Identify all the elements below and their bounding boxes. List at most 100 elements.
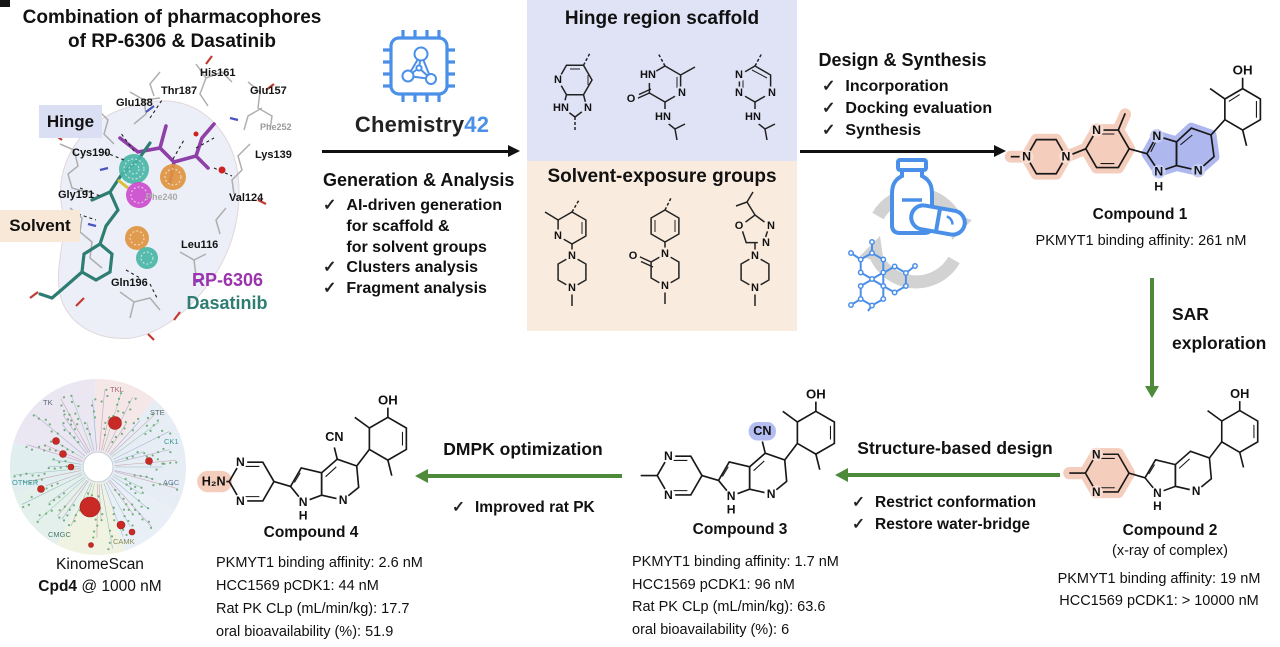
- ligand-rp6306-sticks: [118, 122, 216, 184]
- kinomescan-label: KinomeScan: [56, 556, 144, 573]
- atom-label: N: [661, 248, 669, 260]
- check-icon: ✓: [323, 197, 337, 214]
- residue-sticks: [59, 63, 273, 319]
- residue-label: Lys139: [255, 149, 292, 161]
- atom-label: N: [1092, 485, 1101, 499]
- atom-label: N: [1092, 123, 1101, 137]
- check-icon: ✓: [852, 494, 865, 511]
- atom-label: N: [762, 237, 770, 249]
- dmpk-arrow: [415, 468, 622, 483]
- compound4-structure: H₂N N N N H N CN OH: [197, 392, 408, 523]
- solvent-region-tag: Solvent: [0, 210, 80, 242]
- residue-label: Glu188: [116, 97, 153, 109]
- figure-title-line1: Combination of pharmacophores: [22, 7, 322, 28]
- check-icon: ✓: [852, 516, 865, 533]
- generation-item-1: AI-driven generation for scaffold & for …: [346, 197, 502, 256]
- pharmacophore-spheres: [119, 154, 186, 269]
- hinge-region-tag: Hinge: [39, 105, 102, 138]
- workflow-arrow-2: [800, 145, 1006, 157]
- wordmark-42: 42: [464, 112, 490, 137]
- molecule-lattice-icon: [848, 239, 918, 312]
- atom-label: H: [727, 503, 736, 517]
- compound3-stat: PKMYT1 binding affinity: 1.7 nM: [632, 554, 839, 570]
- atom-label: O: [629, 250, 638, 262]
- sbd-item-1: Restrict conformation: [875, 494, 1037, 511]
- check-icon: ✓: [323, 259, 337, 276]
- compound3-stat: Rat PK CLp (mL/min/kg): 63.6: [632, 599, 826, 615]
- solvent-group-structures: N N N O N N O N N N N: [544, 191, 776, 306]
- design-heading: Design & Synthesis: [818, 50, 987, 70]
- residue-label: Phe240: [146, 192, 178, 202]
- nitrogen-tips: [87, 105, 239, 283]
- hbond-dashes: [77, 99, 233, 301]
- compound4-stat: PKMYT1 binding affinity: 2.6 nM: [216, 555, 423, 571]
- compound4-stat: oral bioavailability (%): 51.9: [216, 624, 394, 640]
- compound4-stat: HCC1569 pCDK1: 44 nM: [216, 578, 379, 594]
- residue-label: Thr187: [161, 85, 197, 97]
- sbd-item-2: Restore water-bridge: [875, 516, 1031, 533]
- atom-label: CN: [325, 430, 343, 444]
- atom-label: OH: [378, 392, 398, 407]
- h2n-pink-highlight: [197, 470, 233, 493]
- atom-label: O: [735, 220, 744, 232]
- atom-label: N: [1154, 164, 1163, 178]
- design-item-2: Docking evaluation: [845, 100, 993, 117]
- atom-label: H: [1153, 499, 1162, 513]
- atom-label: N: [339, 493, 348, 507]
- atom-label: N: [1092, 447, 1101, 461]
- atom-label: CN: [753, 424, 771, 438]
- atom-label: HN: [553, 102, 569, 114]
- design-item-3: Synthesis: [845, 122, 921, 139]
- sar-arrow: [1144, 278, 1159, 398]
- atom-label: H: [1154, 179, 1163, 193]
- check-icon: ✓: [323, 280, 337, 297]
- atom-label: OH: [1233, 62, 1253, 77]
- residue-label: Gln196: [111, 277, 148, 289]
- compound4-label: Compound 4: [263, 524, 359, 541]
- pill-capsule-icon: [909, 203, 967, 237]
- residue-label: His161: [200, 67, 235, 79]
- atom-label: N: [299, 495, 308, 509]
- atom-label: H₂N: [202, 475, 226, 489]
- compound1-label: Compound 1: [1092, 206, 1188, 223]
- pink-highlight: [1004, 108, 1136, 180]
- ligand-dasatinib-sticks: [38, 141, 152, 300]
- generation-heading: Generation & Analysis: [323, 170, 515, 190]
- sbd-heading: Structure-based design: [857, 438, 1053, 458]
- kinome-cpd4: Cpd4: [38, 578, 78, 595]
- ligand-name-rp6306: RP-6306: [191, 270, 264, 290]
- workflow-arrow-1: [322, 145, 520, 157]
- atom-label: OH: [806, 386, 826, 401]
- atom-label: N: [1192, 484, 1201, 498]
- atom-label: N: [236, 455, 245, 469]
- atom-label: N: [768, 87, 776, 99]
- generation-item-2: Clusters analysis: [346, 259, 479, 276]
- sar-line1: SAR: [1172, 304, 1209, 324]
- atom-label: N: [1194, 164, 1203, 178]
- compound3-label: Compound 3: [692, 521, 788, 538]
- atom-label: N: [767, 220, 775, 232]
- atom-label: H: [299, 509, 308, 523]
- water-molecule: [218, 166, 226, 174]
- residue-label: Leu116: [181, 239, 218, 251]
- sar-label: SAR exploration: [1172, 300, 1266, 358]
- kinome-sector-ste: STE: [150, 408, 165, 417]
- chemistry42-chip-icon: [383, 30, 455, 102]
- hinge-scaffold-structures: N HN N HN O N HN N N N HN: [551, 52, 778, 141]
- atom-label: O: [627, 93, 636, 105]
- atom-label: N: [751, 282, 759, 294]
- design-item-1: Incorporation: [845, 78, 949, 95]
- sbd-arrow: [835, 467, 1060, 482]
- atom-label: N: [1152, 129, 1161, 143]
- atom-label: N: [584, 102, 592, 114]
- atom-label: N: [554, 74, 562, 86]
- hinge-scaffold-box: [527, 0, 797, 161]
- residue-label: Glu157: [250, 85, 287, 97]
- cn-blue-highlight: [748, 422, 776, 441]
- kinomescan-dendrogram: [10, 379, 186, 555]
- atom-label: N: [751, 250, 759, 262]
- atom-label: OH: [1230, 386, 1249, 401]
- atom-label: N: [1062, 150, 1071, 164]
- kinome-sector-tkl: TKL: [110, 385, 124, 394]
